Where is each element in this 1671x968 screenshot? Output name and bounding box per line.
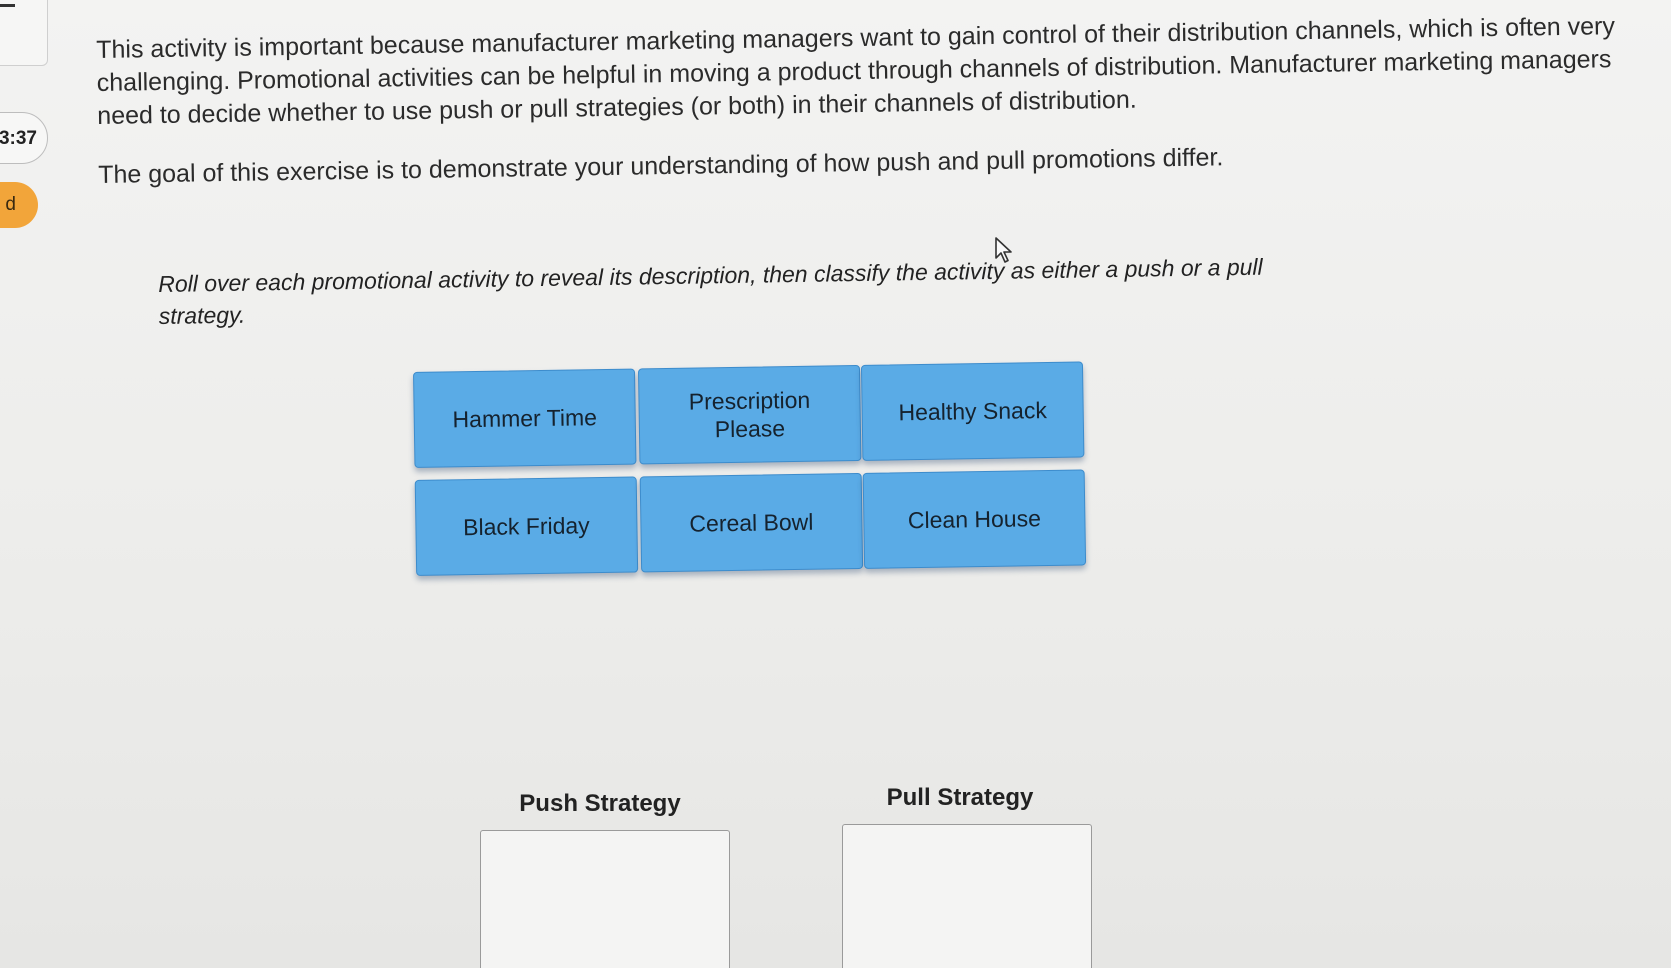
push-strategy-label: Push Strategy (519, 790, 681, 817)
activity-tile-clean-house[interactable]: Clean House (862, 469, 1087, 569)
intro-text: This activity is important because manuf… (96, 9, 1664, 218)
intro-paragraph: This activity is important because manuf… (96, 12, 1616, 130)
minus-icon (0, 4, 15, 7)
pull-strategy-label: Pull Strategy (886, 784, 1034, 811)
goal-paragraph: The goal of this exercise is to demonstr… (97, 143, 1224, 189)
timer-badge: 3:37 (0, 112, 48, 164)
activity-tile-cereal-bowl[interactable]: Cereal Bowl (639, 472, 864, 573)
mouse-cursor-icon (995, 237, 1012, 263)
activity-tile-hammer-time[interactable]: Hammer Time (413, 368, 637, 468)
activity-tile-black-friday[interactable]: Black Friday (414, 476, 639, 576)
status-badge: d (0, 182, 38, 228)
instruction-text: Roll over each promotional activity to r… (158, 253, 1263, 329)
push-strategy-dropzone[interactable] (480, 830, 730, 968)
activity-tile-prescription-please[interactable]: Prescription Please (637, 364, 862, 465)
pull-strategy-dropzone[interactable] (842, 824, 1092, 968)
activity-tile-healthy-snack[interactable]: Healthy Snack (860, 361, 1085, 461)
panel-toggle[interactable] (0, 0, 48, 66)
